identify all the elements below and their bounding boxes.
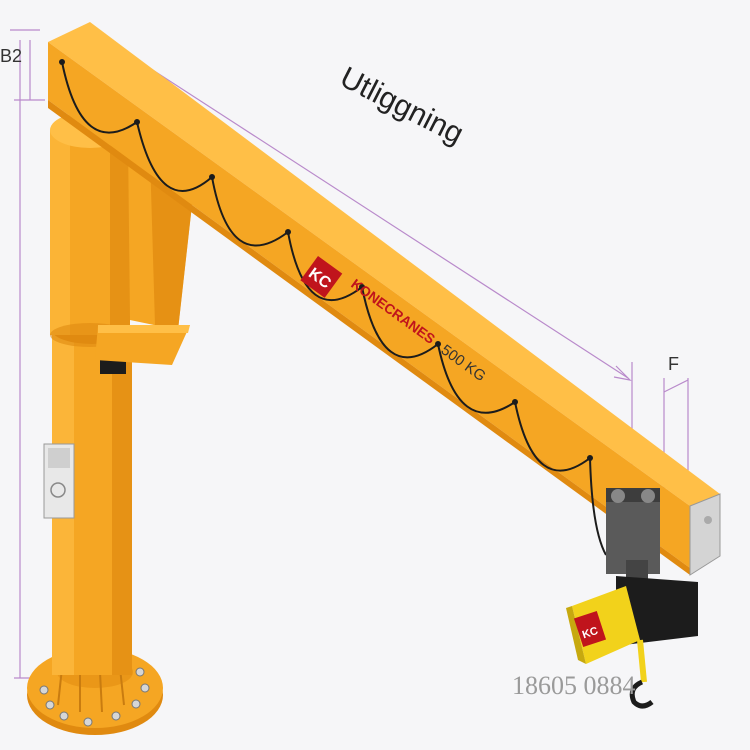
dimension-left-label: B2 <box>0 46 22 66</box>
trolley <box>606 488 660 584</box>
svg-text:KC: KC <box>581 625 600 641</box>
height-dimension <box>10 29 45 679</box>
crane-column <box>50 112 132 675</box>
control-box <box>43 443 75 519</box>
watermark-text: 18605 0884 <box>512 671 636 700</box>
festoon-cable <box>59 59 607 556</box>
electric-hoist: KC <box>566 576 698 709</box>
dimension-right-label: F <box>668 354 679 374</box>
jib-beam <box>48 22 721 576</box>
